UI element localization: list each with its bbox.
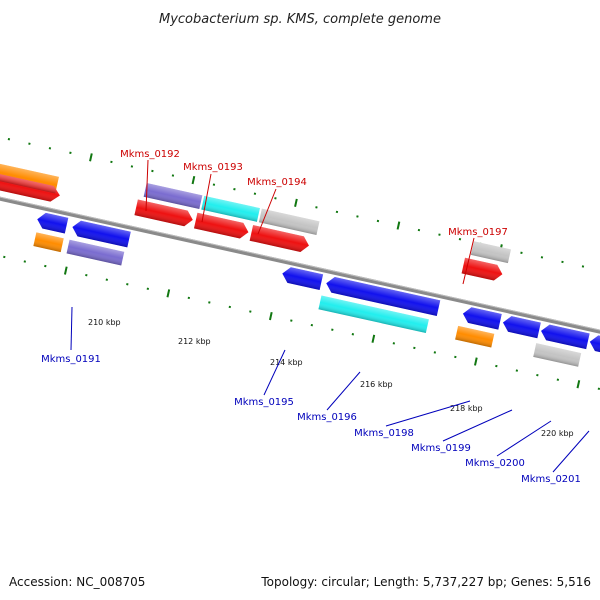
gene-label-0192[interactable]: Mkms_0192 [120, 149, 180, 160]
genome-rotated-layer [0, 137, 600, 390]
leader-line-0196 [326, 371, 361, 411]
gene-leader-lines [70, 159, 590, 473]
genome-summary-text: Topology: circular; Length: 5,737,227 bp… [260, 575, 591, 589]
gene-shade [249, 225, 309, 252]
scale-tick [166, 289, 171, 298]
leader-line-0194 [257, 188, 277, 235]
gene-label-0198[interactable]: Mkms_0198 [354, 428, 414, 439]
gene-shade [589, 335, 600, 360]
leader-line-0198 [385, 400, 471, 427]
gene-shade [282, 267, 324, 291]
gene-label-0191[interactable]: Mkms_0191 [41, 354, 101, 365]
scale-guides [3, 137, 600, 390]
tick-label-218: 218 kbp [450, 404, 483, 413]
gene-shade [455, 325, 495, 348]
gene-shade [193, 212, 249, 239]
gene-shade [201, 195, 260, 222]
leader-line-0200 [496, 420, 552, 457]
gene-shade [461, 257, 503, 281]
gene-labels: Mkms_0192 Mkms_0193 Mkms_0194 Mkms_0197 … [41, 149, 581, 485]
gene-shade [462, 307, 502, 330]
gene-shade [470, 241, 511, 264]
leader-line-0191 [70, 306, 73, 351]
gene-shade [134, 199, 193, 227]
tick-label-210: 210 kbp [88, 318, 121, 327]
tick-label-214: 214 kbp [270, 358, 303, 367]
gene-shade [326, 276, 441, 316]
scale-tick [268, 311, 273, 321]
scale-tick [191, 175, 196, 185]
scale-tick [474, 357, 478, 366]
gene-shade [37, 212, 69, 234]
gene-label-0200[interactable]: Mkms_0200 [465, 458, 525, 469]
gene-shade [502, 316, 541, 339]
gene-shade [318, 295, 429, 334]
gene-shade [0, 169, 60, 202]
scale-tick [396, 221, 401, 230]
genome-backbone [0, 186, 600, 347]
gene-label-0196[interactable]: Mkms_0196 [297, 412, 357, 423]
scale-tick [63, 266, 68, 275]
leader-line-0192 [145, 159, 149, 212]
gene-label-0193[interactable]: Mkms_0193 [183, 162, 243, 173]
gene-shade [258, 208, 320, 236]
gene-label-0194[interactable]: Mkms_0194 [247, 177, 307, 188]
gene-shade [66, 239, 125, 266]
leader-line-0199 [442, 409, 513, 442]
scale-tick [294, 198, 298, 207]
leader-line-0193 [201, 173, 212, 223]
gene-shade [533, 343, 582, 367]
scale-tick [576, 380, 581, 389]
gene-shade [143, 183, 203, 210]
scale-tick-labels: 210 kbp 212 kbp 214 kbp 216 kbp 218 kbp … [88, 318, 574, 438]
accession-text: Accession: NC_008705 [9, 575, 145, 589]
leader-line-0201 [552, 430, 590, 473]
scale-tick [371, 334, 376, 343]
gene-shade [541, 324, 590, 350]
gene-label-0201[interactable]: Mkms_0201 [521, 474, 581, 485]
tick-label-212: 212 kbp [178, 337, 211, 346]
gene-label-0199[interactable]: Mkms_0199 [411, 443, 471, 454]
map-title: Mycobacterium sp. KMS, complete genome [159, 12, 441, 27]
tick-label-216: 216 kbp [360, 380, 393, 389]
gene-shading [0, 160, 600, 367]
gene-shade [72, 220, 131, 248]
scale-tick [89, 153, 93, 162]
leader-line-0195 [263, 349, 286, 396]
gene-label-0195[interactable]: Mkms_0195 [234, 397, 294, 408]
genome-backbone-highlight [0, 186, 600, 344]
gene-label-0197[interactable]: Mkms_0197 [448, 227, 508, 238]
gene-shade [33, 232, 64, 253]
leader-line-0197 [462, 237, 475, 285]
tick-label-220: 220 kbp [541, 429, 574, 438]
